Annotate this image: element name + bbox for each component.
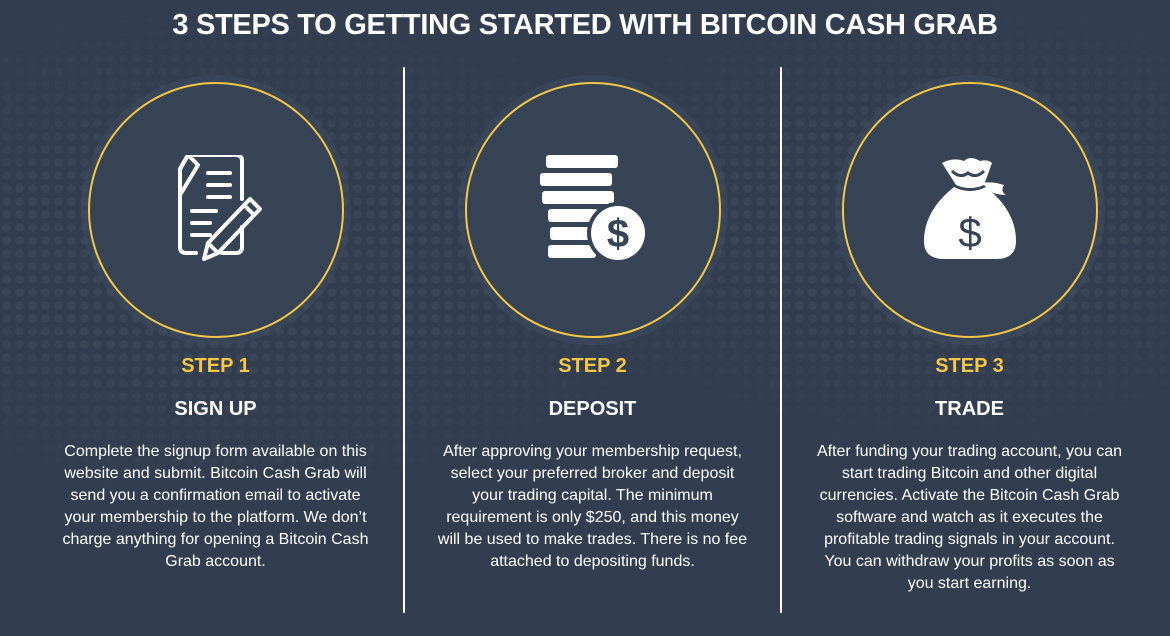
column-divider: [780, 67, 782, 613]
coin-stack-dollar-icon: $: [538, 155, 648, 265]
step-number-label: STEP 3: [935, 355, 1004, 377]
page-title: 3 STEPS TO GETTING STARTED WITH BITCOIN …: [172, 9, 998, 41]
column-divider: [403, 67, 405, 613]
step-number-label: STEP 1: [181, 355, 250, 377]
money-bag-icon: $: [920, 155, 1020, 265]
svg-text:$: $: [606, 212, 628, 256]
document-pencil-icon: [166, 155, 266, 265]
step-title: SIGN UP: [174, 398, 257, 420]
step-description: After funding your trading account, you …: [816, 443, 1123, 592]
step-card-1: STEP 1 SIGN UP Complete the signup form …: [27, 0, 404, 636]
step-number-label: STEP 2: [558, 355, 627, 377]
step-title: DEPOSIT: [548, 398, 637, 420]
step-description: After approving your membership request,…: [437, 443, 748, 570]
step-description: Complete the signup form available on th…: [62, 443, 369, 570]
step-card-3: $ STEP 3 TRADE After funding your tradin…: [781, 0, 1158, 636]
svg-text:$: $: [958, 209, 981, 256]
step-card-2: $ STEP 2 DEPOSIT After approving your me…: [404, 0, 781, 636]
step-icon-circle: $: [841, 82, 1098, 338]
step-icon-circle: $: [464, 82, 721, 338]
step-title: TRADE: [935, 398, 1004, 420]
step-icon-circle: [87, 82, 344, 338]
